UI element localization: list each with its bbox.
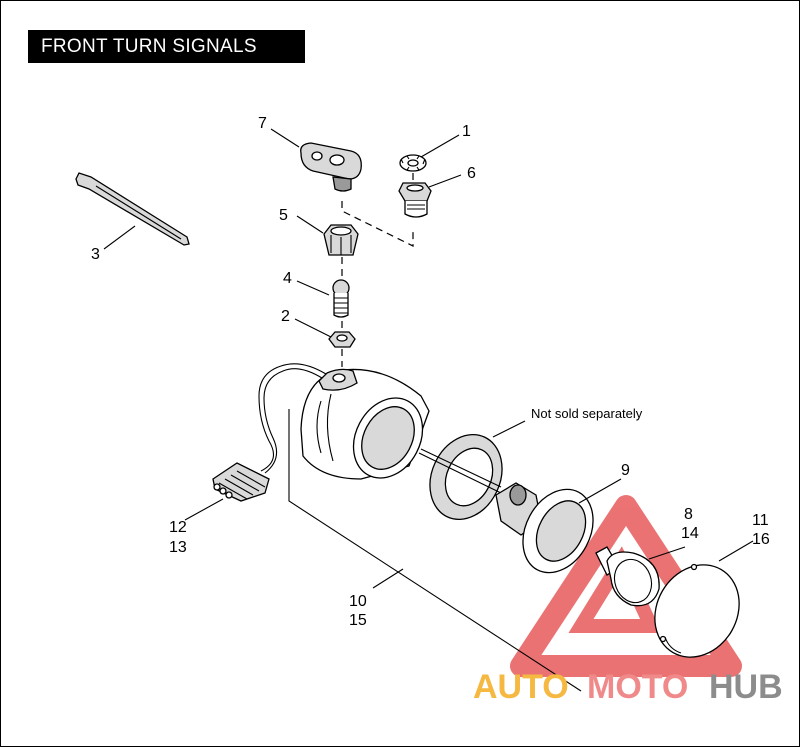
small-nut-part [328, 331, 356, 348]
callout-4: 4 [283, 270, 292, 287]
callout-2: 2 [281, 308, 290, 325]
page-title-text: FRONT TURN SIGNALS [41, 35, 257, 57]
assembly-line-upper [341, 201, 414, 247]
watermark-moto: MOTO [587, 668, 688, 706]
fitting-nut-part [398, 182, 432, 218]
stud-part [332, 279, 350, 318]
watermark-text: AUTO MOTO HUB [473, 668, 783, 706]
callout-7: 7 [258, 115, 267, 132]
leader-lines [103, 128, 754, 692]
callout-16: 16 [752, 531, 770, 548]
callout-3: 3 [91, 246, 100, 263]
lens-part [654, 563, 740, 658]
socket-part [495, 482, 594, 574]
callout-11: 11 [752, 512, 769, 529]
callout-12: 12 [169, 519, 187, 536]
housing-part [300, 368, 430, 480]
callout-10: 10 [349, 593, 367, 610]
hex-nut-part [323, 224, 359, 256]
callout-1: 1 [462, 123, 471, 140]
callout-labels: 1 2 3 4 5 6 7 8 9 10 11 12 13 14 15 16 N… [91, 115, 770, 629]
cable-strap-part [75, 172, 190, 246]
callout-14: 14 [681, 525, 699, 542]
callout-13: 13 [169, 539, 187, 556]
wire-and-connector-part [212, 363, 327, 502]
callout-9: 9 [621, 462, 630, 479]
not-sold-separately-note: Not sold separately [531, 406, 643, 421]
callout-6: 6 [467, 165, 476, 182]
gasket-part [418, 433, 503, 521]
bulb-part [595, 546, 660, 607]
callout-5: 5 [279, 207, 288, 224]
callout-15: 15 [349, 612, 367, 629]
watermark-hub: HUB [709, 668, 783, 706]
bracket-part [300, 142, 362, 192]
watermark-auto: AUTO [473, 668, 569, 706]
page-title: FRONT TURN SIGNALS [28, 30, 305, 63]
callout-8: 8 [684, 506, 693, 523]
lock-washer-part [399, 154, 427, 172]
